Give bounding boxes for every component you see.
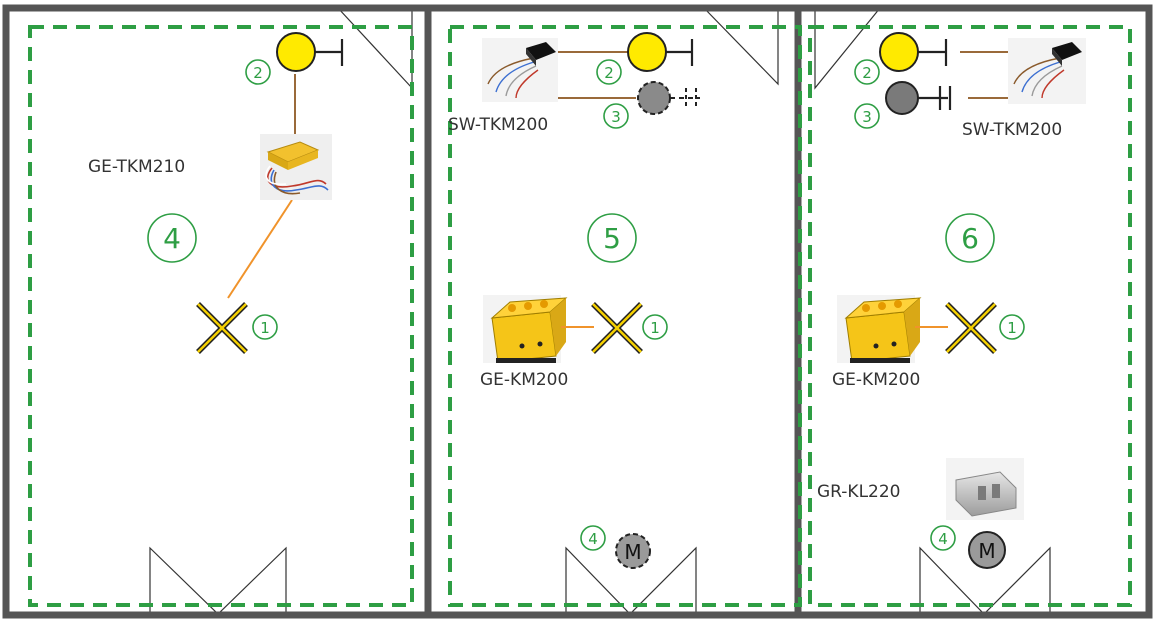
sw-tkm200-sensor-icon[interactable] — [1008, 38, 1086, 104]
zone-borders — [28, 25, 1132, 607]
controller-label: GR-KL220 — [817, 482, 901, 502]
module-label: GE-TKM210 — [88, 157, 185, 177]
room-6: 2 3 SW-TKM200 6 — [817, 32, 1086, 569]
sensor-label: SW-TKM200 — [448, 115, 548, 135]
dimmer-switch[interactable] — [637, 81, 700, 115]
door-swing-room6-top — [814, 7, 881, 90]
zone-border-room6 — [808, 25, 1132, 607]
light-number-badge: 1 — [642, 314, 668, 340]
lamp-number: 2 — [604, 64, 614, 82]
room-4: 2 GE-TKM210 4 — [88, 32, 344, 354]
ceiling-light-icon[interactable] — [591, 302, 643, 354]
door-swing-room4-top — [337, 7, 413, 90]
lamp-icon — [879, 32, 919, 72]
motor-letter: M — [624, 540, 641, 564]
ge-km200-module-icon[interactable] — [837, 295, 922, 363]
light-number: 1 — [1007, 319, 1017, 337]
ceiling-light-icon[interactable] — [196, 302, 248, 354]
motor-icon[interactable]: M — [615, 533, 651, 569]
room-5: SW-TKM200 2 3 5 — [448, 32, 700, 569]
door-swing-room5-top — [703, 7, 779, 86]
dimmer-number: 3 — [862, 108, 872, 126]
dimmer-number-badge: 3 — [854, 103, 880, 129]
motor-number-badge: 4 — [930, 525, 956, 551]
lamp-number-badge: 2 — [245, 59, 271, 85]
motor-letter: M — [978, 539, 995, 563]
light-number: 1 — [260, 319, 270, 337]
wall-lamp[interactable] — [879, 32, 948, 72]
zone-number-badge: 4 — [147, 213, 197, 263]
walls — [2, 4, 1153, 619]
outer-wall — [2, 4, 1153, 619]
dimmer-number: 3 — [611, 108, 621, 126]
sw-tkm200-sensor-icon[interactable] — [482, 38, 558, 102]
zone-number-badge: 5 — [587, 213, 637, 263]
light-number: 1 — [650, 319, 660, 337]
zone-number: 6 — [961, 222, 979, 255]
lamp-number-badge: 2 — [854, 59, 880, 85]
wall-lamp[interactable] — [276, 32, 344, 72]
lamp-icon — [627, 32, 667, 72]
ge-km200-module-icon[interactable] — [483, 295, 568, 363]
ge-tkm210-module-icon[interactable] — [260, 134, 332, 200]
dimmer-switch[interactable] — [885, 81, 952, 115]
zone-border-room5 — [448, 25, 802, 607]
dimmer-icon — [637, 81, 671, 115]
wall-lamp[interactable] — [627, 32, 694, 72]
motor-number-badge: 4 — [580, 525, 606, 551]
dimmer-number-badge: 3 — [603, 103, 629, 129]
gr-kl220-controller-icon[interactable] — [946, 458, 1024, 520]
lamp-number: 2 — [862, 64, 872, 82]
light-number-badge: 1 — [999, 314, 1025, 340]
motor-number: 4 — [588, 530, 598, 548]
module-label: GE-KM200 — [832, 370, 920, 390]
light-number-badge: 1 — [252, 314, 278, 340]
sensor-label: SW-TKM200 — [962, 120, 1062, 140]
dimmer-icon — [885, 81, 919, 115]
zone-number: 5 — [603, 222, 621, 255]
zone-number-badge: 6 — [945, 213, 995, 263]
motor-icon[interactable]: M — [968, 531, 1006, 569]
lamp-icon — [276, 32, 316, 72]
zone-border-room4 — [28, 25, 414, 607]
wire-module-to-light — [227, 199, 293, 299]
lamp-number: 2 — [253, 64, 263, 82]
lamp-number-badge: 2 — [596, 59, 622, 85]
zone-number: 4 — [163, 222, 181, 255]
ceiling-light-icon[interactable] — [945, 302, 997, 354]
motor-number: 4 — [938, 530, 948, 548]
module-label: GE-KM200 — [480, 370, 568, 390]
